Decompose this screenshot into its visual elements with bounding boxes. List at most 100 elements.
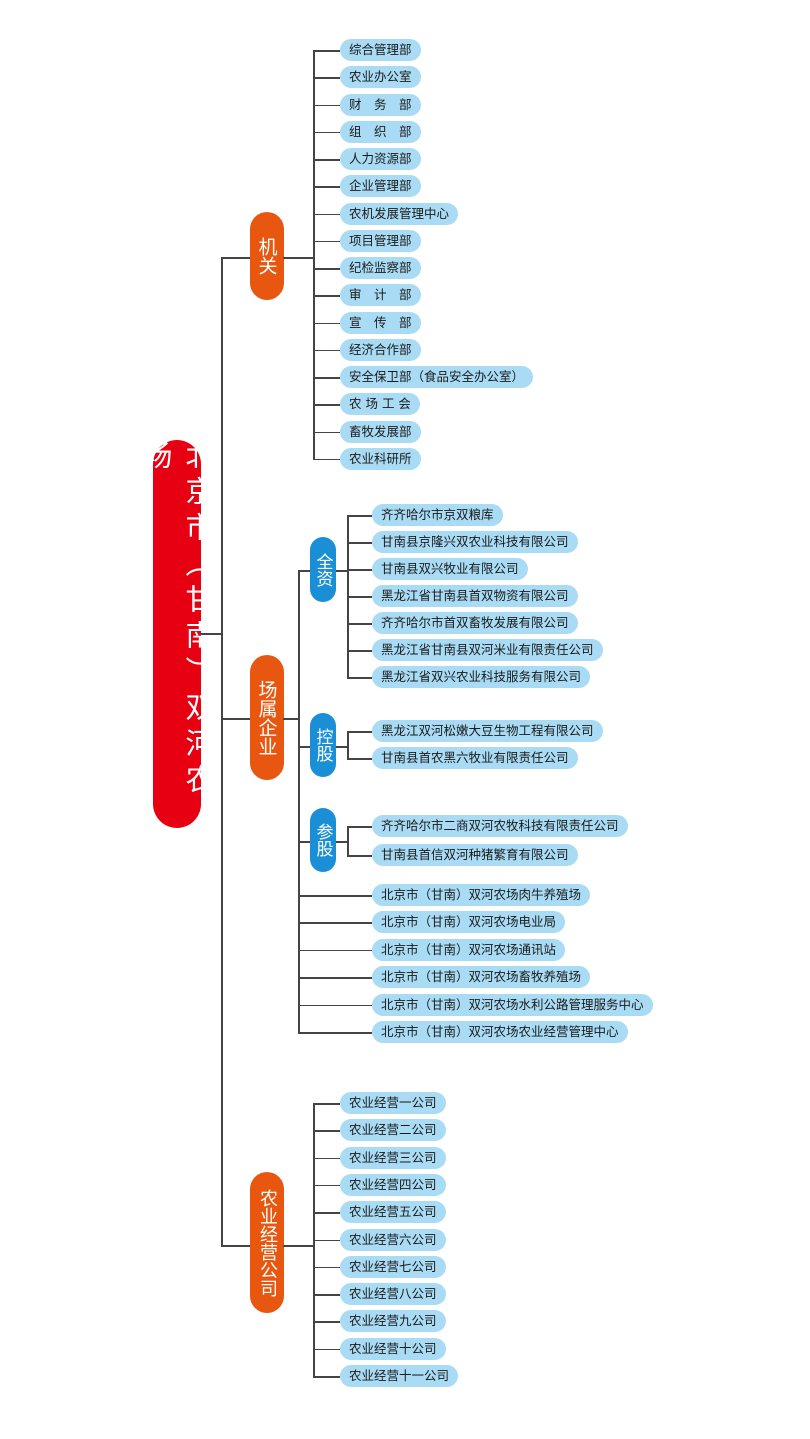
connector-line — [313, 268, 340, 270]
connector-line — [313, 349, 340, 352]
connector-line — [313, 1184, 340, 1187]
agri-company-item: 农业经营五公司 — [340, 1201, 446, 1224]
connector-line — [221, 718, 250, 720]
connector-line — [313, 77, 340, 79]
dept-item: 项目管理部 — [340, 229, 421, 252]
direct-unit-item: 北京市（甘南）双河农场电业局 — [372, 911, 566, 934]
connector-line — [313, 404, 340, 406]
connector-line — [347, 542, 372, 544]
holding-item: 黑龙江双河松嫩大豆生物工程有限公司 — [372, 720, 603, 742]
agri-company-item: 农业经营一公司 — [340, 1092, 446, 1114]
connector-line — [313, 377, 340, 379]
direct-unit-item: 北京市（甘南）双河农场畜牧养殖场 — [372, 966, 591, 989]
connector-line — [200, 633, 221, 635]
node-holding: 控股 — [310, 713, 336, 777]
dept-item: 综合管理部 — [340, 39, 421, 61]
connector-line — [313, 1348, 340, 1351]
connector-line — [313, 1239, 340, 1241]
agri-company-item: 农业经营六公司 — [340, 1228, 446, 1251]
wholly-owned-item: 甘南县双兴牧业有限公司 — [372, 558, 528, 580]
connector-line — [298, 746, 310, 748]
connector-line — [283, 257, 313, 259]
connector-line — [283, 1245, 313, 1247]
agri-company-item: 农业经营二公司 — [340, 1119, 446, 1142]
dept-item: 农 场 工 会 — [340, 393, 420, 416]
agri-company-item: 农业经营四公司 — [340, 1173, 446, 1196]
dept-item: 企业管理部 — [340, 175, 421, 198]
connector-line — [313, 159, 340, 161]
connector-line — [313, 1212, 340, 1214]
node-agri: 农业经营公司 — [250, 1172, 284, 1313]
connector-line — [298, 841, 310, 843]
connector-line — [336, 570, 347, 572]
connector-line — [347, 623, 372, 625]
connector-line — [313, 50, 340, 52]
agri-company-item: 农业经营八公司 — [340, 1283, 446, 1306]
connector-line — [298, 922, 372, 924]
connector-line — [313, 1103, 340, 1105]
node-enterprises: 场属企业 — [250, 655, 284, 780]
dept-item: 组 织 部 — [340, 120, 421, 143]
connector-line — [347, 826, 349, 856]
connector-line — [313, 1130, 340, 1132]
connector-line — [313, 1321, 340, 1323]
node-wholly-owned: 全资 — [310, 537, 336, 602]
connector-line — [313, 458, 340, 461]
connector-line — [347, 596, 372, 598]
wholly-owned-item: 齐齐哈尔市京双粮库 — [372, 504, 503, 526]
connector-line — [347, 569, 372, 571]
connector-line — [313, 295, 340, 297]
agri-company-item: 农业经营十一公司 — [340, 1365, 459, 1387]
dept-item: 纪检监察部 — [340, 257, 421, 280]
agri-company-item: 农业经营三公司 — [340, 1146, 446, 1169]
connector-line — [313, 186, 340, 188]
wholly-owned-item: 黑龙江省双兴农业科技服务有限公司 — [372, 666, 591, 688]
direct-unit-item: 北京市（甘南）双河农场通讯站 — [372, 938, 566, 961]
dept-item: 农业科研所 — [340, 447, 421, 470]
connector-line — [313, 131, 340, 134]
holding-item: 甘南县首农黑六牧业有限责任公司 — [372, 747, 578, 769]
connector-line — [347, 677, 372, 679]
dept-item: 人力资源部 — [340, 148, 421, 171]
dept-item: 审 计 部 — [340, 284, 421, 307]
connector-line — [347, 650, 372, 652]
connector-line — [347, 731, 349, 759]
connector-line — [347, 758, 372, 760]
wholly-owned-item: 黑龙江省甘南县双河米业有限责任公司 — [372, 639, 603, 661]
agri-company-item: 农业经营九公司 — [340, 1310, 446, 1333]
connector-line — [313, 322, 340, 325]
dept-item: 安全保卫部（食品安全办公室） — [340, 366, 534, 389]
connector-line — [347, 855, 372, 857]
connector-line — [221, 1245, 250, 1247]
connector-line — [298, 949, 372, 952]
shareholding-item: 甘南县首信双河种猪繁育有限公司 — [372, 844, 578, 866]
connector-line — [313, 1266, 340, 1269]
connector-line — [298, 977, 372, 979]
direct-unit-item: 北京市（甘南）双河农场水利公路管理服务中心 — [372, 993, 653, 1016]
connector-line — [347, 731, 372, 733]
dept-item: 宣 传 部 — [340, 311, 421, 334]
connector-line — [298, 570, 300, 1033]
shareholding-item: 齐齐哈尔市二商双河农牧科技有限责任公司 — [372, 815, 628, 837]
connector-line — [298, 570, 310, 572]
direct-unit-item: 北京市（甘南）双河农场农业经营管理中心 — [372, 1021, 628, 1043]
connector-line — [347, 826, 372, 828]
dept-item: 农机发展管理中心 — [340, 202, 459, 225]
dept-item: 财 务 部 — [340, 93, 421, 116]
connector-line — [313, 104, 340, 107]
root-node: 北京市（甘南）双河农场 — [139, 440, 215, 828]
wholly-owned-item: 甘南县京隆兴双农业科技有限公司 — [372, 531, 578, 553]
node-shareholding: 参股 — [310, 808, 336, 872]
connector-line — [283, 718, 298, 720]
connector-line — [313, 213, 340, 216]
wholly-owned-item: 齐齐哈尔市首双畜牧发展有限公司 — [372, 612, 578, 634]
connector-line — [221, 257, 250, 259]
connector-line — [313, 240, 340, 243]
connector-line — [336, 746, 347, 748]
connector-line — [336, 841, 347, 843]
direct-unit-item: 北京市（甘南）双河农场肉牛养殖场 — [372, 884, 591, 906]
connector-line — [313, 431, 340, 434]
agri-company-item: 农业经营七公司 — [340, 1255, 446, 1278]
connector-line — [313, 1294, 340, 1296]
wholly-owned-item: 黑龙江省甘南县首双物资有限公司 — [372, 585, 578, 607]
